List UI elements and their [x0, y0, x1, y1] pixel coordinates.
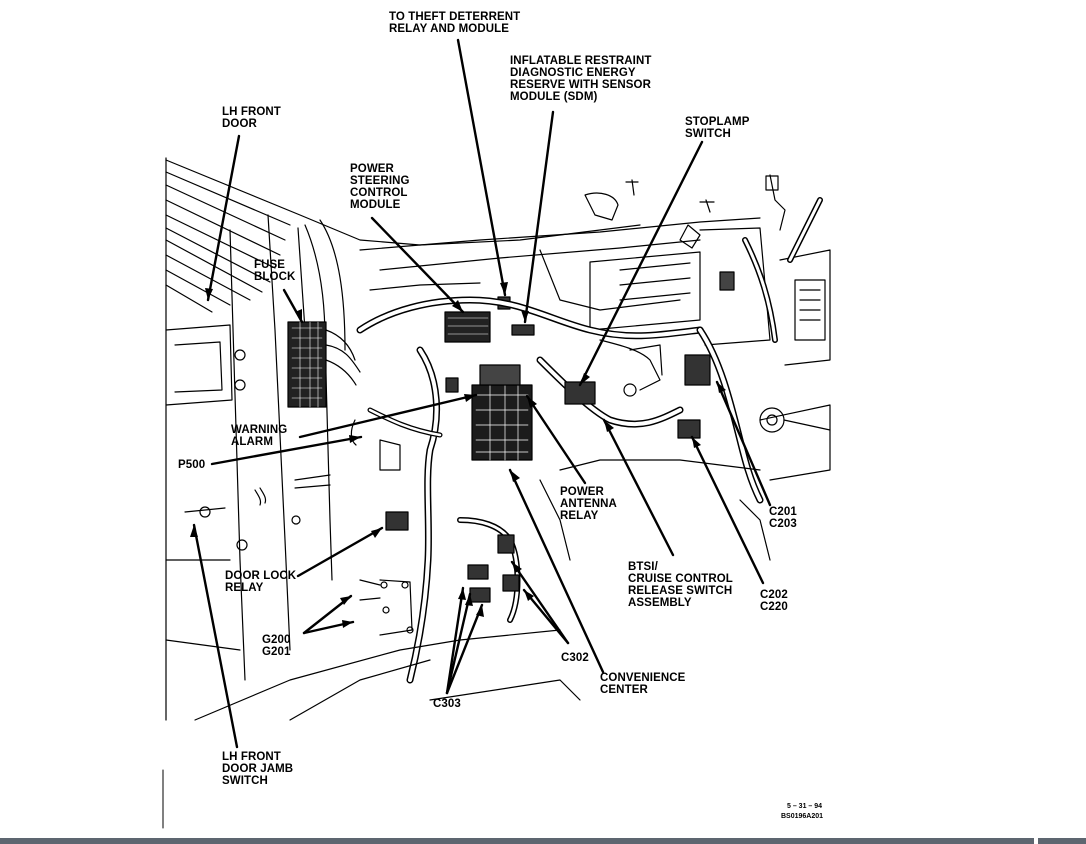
label-warning-alarm: WARNING ALARM [231, 424, 288, 448]
label-c201-c203: C201 C203 [769, 506, 797, 530]
label-c302: C302 [561, 652, 589, 664]
label-stoplamp-switch: STOPLAMP SWITCH [685, 116, 750, 140]
label-power-antenna-relay: POWER ANTENNA RELAY [560, 486, 617, 522]
label-power-steering-module: POWER STEERING CONTROL MODULE [350, 163, 410, 211]
label-theft-deterrent: TO THEFT DETERRENT RELAY AND MODULE [389, 11, 521, 35]
label-sdm: INFLATABLE RESTRAINT DIAGNOSTIC ENERGY R… [510, 55, 652, 103]
label-c202-c220: C202 C220 [760, 589, 788, 613]
footer-code: BS0196A201 [781, 813, 824, 820]
label-lh-front-door: LH FRONT DOOR [222, 106, 281, 130]
label-p500: P500 [178, 459, 206, 471]
label-fuse-block: FUSE BLOCK [254, 259, 296, 283]
footer-date: 5 – 31 – 94 [787, 803, 823, 810]
bottom-bar [0, 838, 1086, 844]
label-btsi-cruise-control: BTSI/ CRUISE CONTROL RELEASE SWITCH ASSE… [628, 561, 733, 609]
label-convenience-center: CONVENIENCE CENTER [600, 672, 686, 696]
label-g200-g201: G200 G201 [262, 634, 291, 658]
bottom-bar-divider [1034, 838, 1038, 844]
label-door-lock-relay: DOOR LOCK RELAY [225, 570, 297, 594]
label-lh-front-door-jamb-switch: LH FRONT DOOR JAMB SWITCH [222, 751, 294, 787]
label-c303: C303 [433, 698, 461, 710]
